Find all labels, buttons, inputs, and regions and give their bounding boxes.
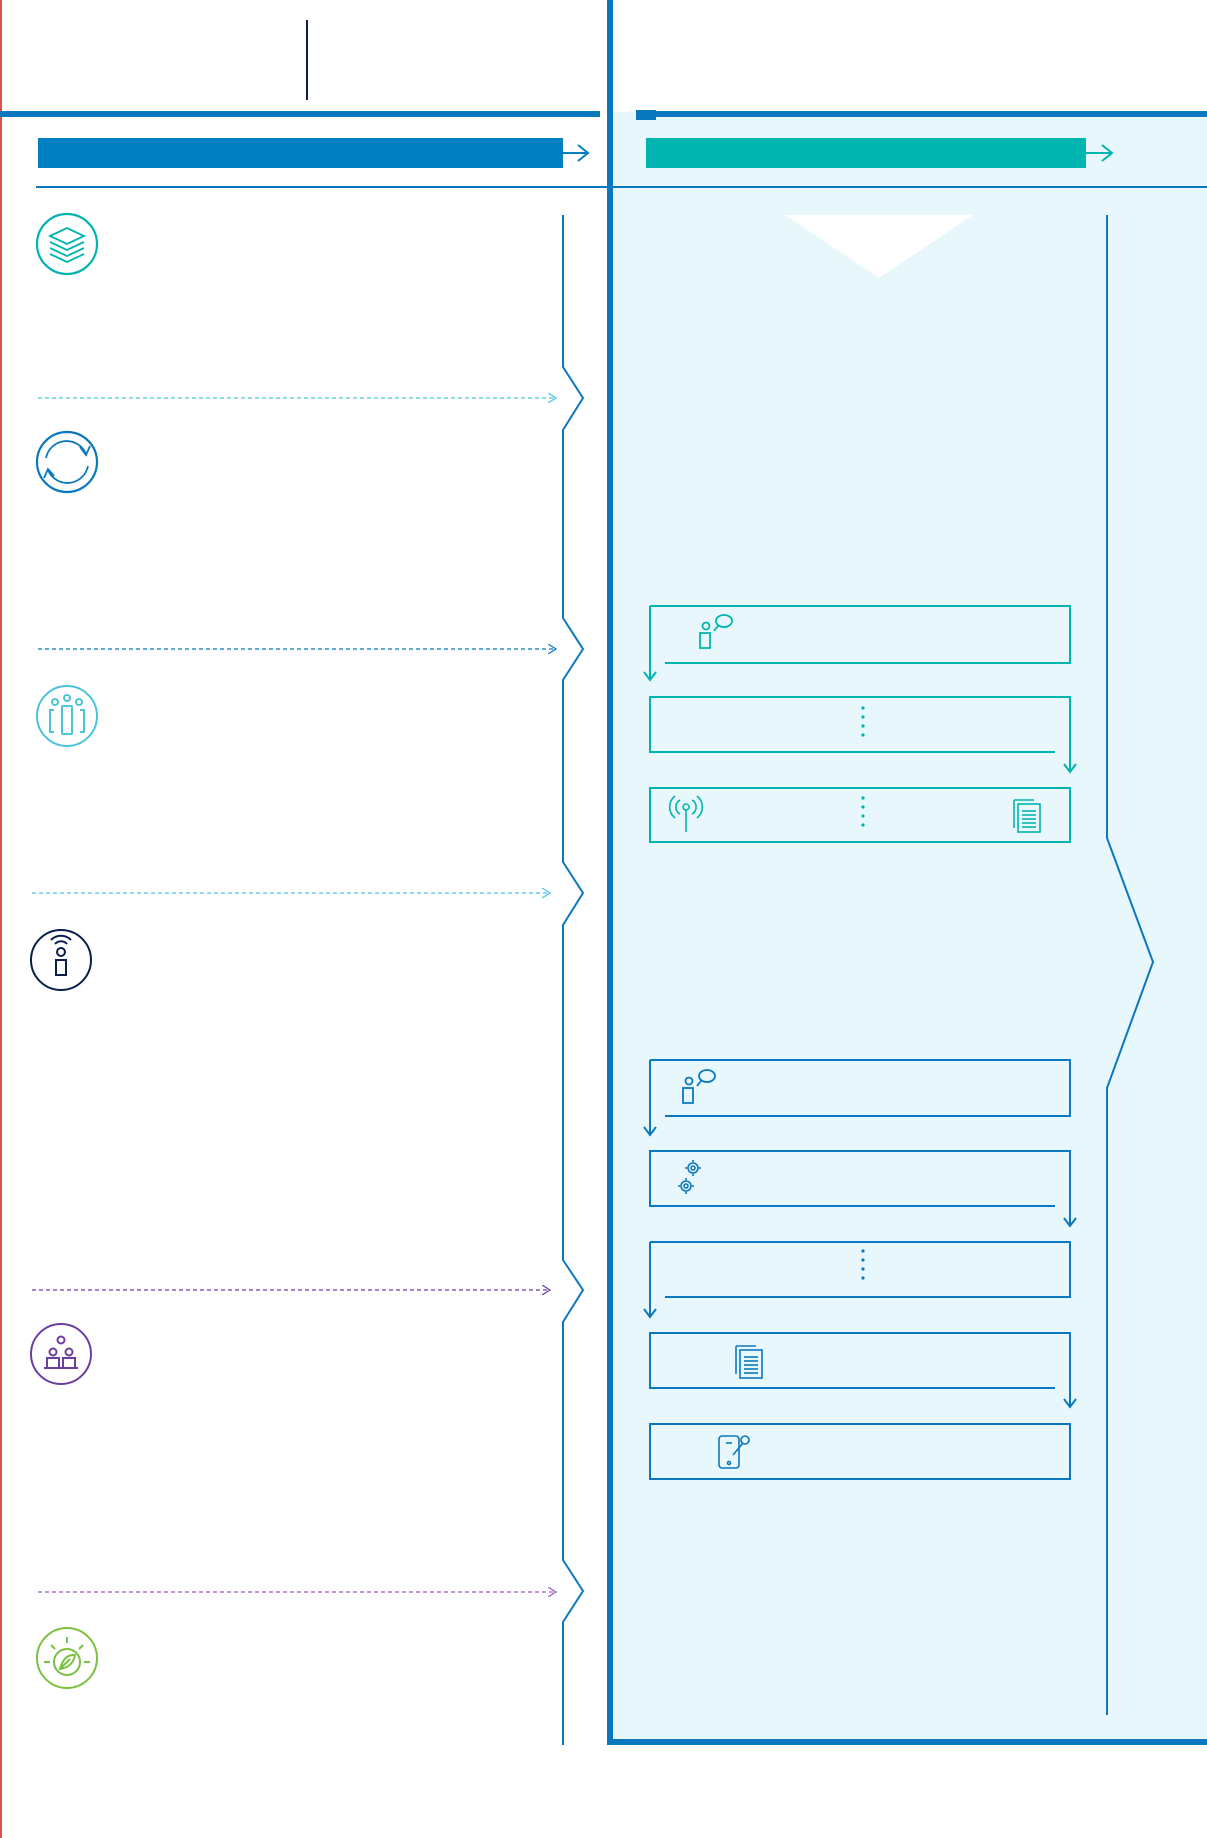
triangle-pointer: [785, 215, 973, 278]
layers-icon: [35, 212, 99, 276]
document-stack-icon: [735, 1345, 763, 1379]
left-bar-arrow-icon: [563, 144, 590, 162]
right-section-bar: [646, 138, 1086, 168]
gears-icon: [678, 1160, 701, 1194]
vertical-dots-icon: [861, 706, 865, 737]
left-section-bar: [38, 138, 563, 168]
right-zigzag-line: [1106, 215, 1155, 1715]
mobile-wrench-icon: [718, 1435, 750, 1469]
people-network-icon: [30, 1323, 92, 1385]
right-bar-arrow-icon: [1086, 144, 1114, 162]
flow-step-1-1: [643, 605, 1071, 682]
flow-step-2-3: [643, 1241, 1071, 1319]
flow-group-2: [643, 1059, 1077, 1480]
flow-step-2-2: [649, 1150, 1077, 1228]
flow-step-2-5: [649, 1423, 1071, 1480]
flow-step-1-2: [649, 696, 1077, 774]
right-panel-background: [610, 112, 1207, 1742]
flow-step-2-4: [649, 1332, 1077, 1409]
vertical-dots-icon: [861, 1249, 865, 1280]
person-broadcast-icon: [30, 929, 92, 991]
left-zigzag-line: [562, 215, 585, 1745]
team-group-icon: [36, 685, 98, 747]
flow-step-2-1: [643, 1059, 1071, 1137]
document-stack-icon: [1013, 799, 1041, 833]
antenna-signal-icon: [668, 795, 704, 832]
flow-step-1-3: [649, 787, 1071, 843]
person-speech-icon: [682, 1069, 716, 1104]
eco-idea-icon: [36, 1627, 98, 1689]
header-gap-mark: [636, 110, 656, 120]
refresh-cycle-icon: [35, 430, 99, 494]
flow-group-1: [643, 605, 1077, 843]
person-speech-icon: [699, 614, 733, 649]
vertical-dots-icon: [861, 796, 865, 827]
